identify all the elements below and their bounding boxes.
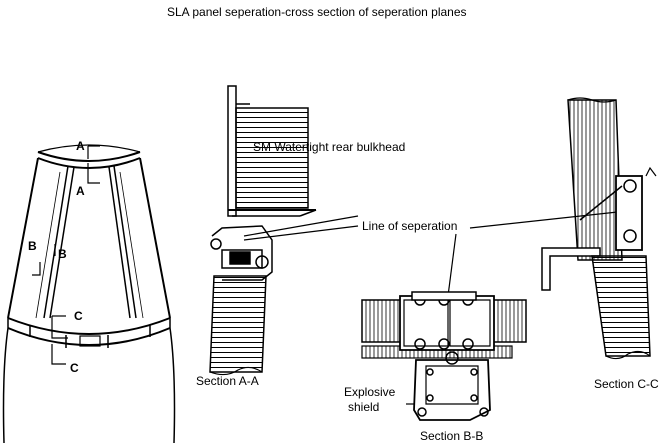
section-bb-drawing	[361, 291, 527, 421]
section-aa-label: Section A-A	[196, 374, 259, 388]
explosive-label-line1: Explosive	[344, 385, 396, 399]
section-cc-label: Section C-C	[594, 377, 659, 391]
marker-b-right: B	[58, 247, 67, 261]
section-aa-drawing	[209, 85, 317, 376]
diagram-title: SLA panel seperation-cross section of se…	[167, 5, 467, 19]
section-bb-label: Section B-B	[420, 429, 484, 443]
bulkhead-label: SM Watertight rear bulkhead	[253, 140, 406, 154]
explosive-label-line2: shield	[348, 400, 380, 414]
marker-a-bottom: A	[76, 184, 85, 198]
marker-a-top: A	[76, 139, 85, 153]
section-cc-drawing	[541, 97, 657, 360]
marker-c-bottom: C	[70, 361, 79, 375]
marker-b-left: B	[28, 239, 37, 253]
line-of-separation-label: Line of seperation	[362, 219, 458, 233]
marker-c-top: C	[74, 309, 83, 323]
sla-cone-drawing	[2, 144, 176, 444]
